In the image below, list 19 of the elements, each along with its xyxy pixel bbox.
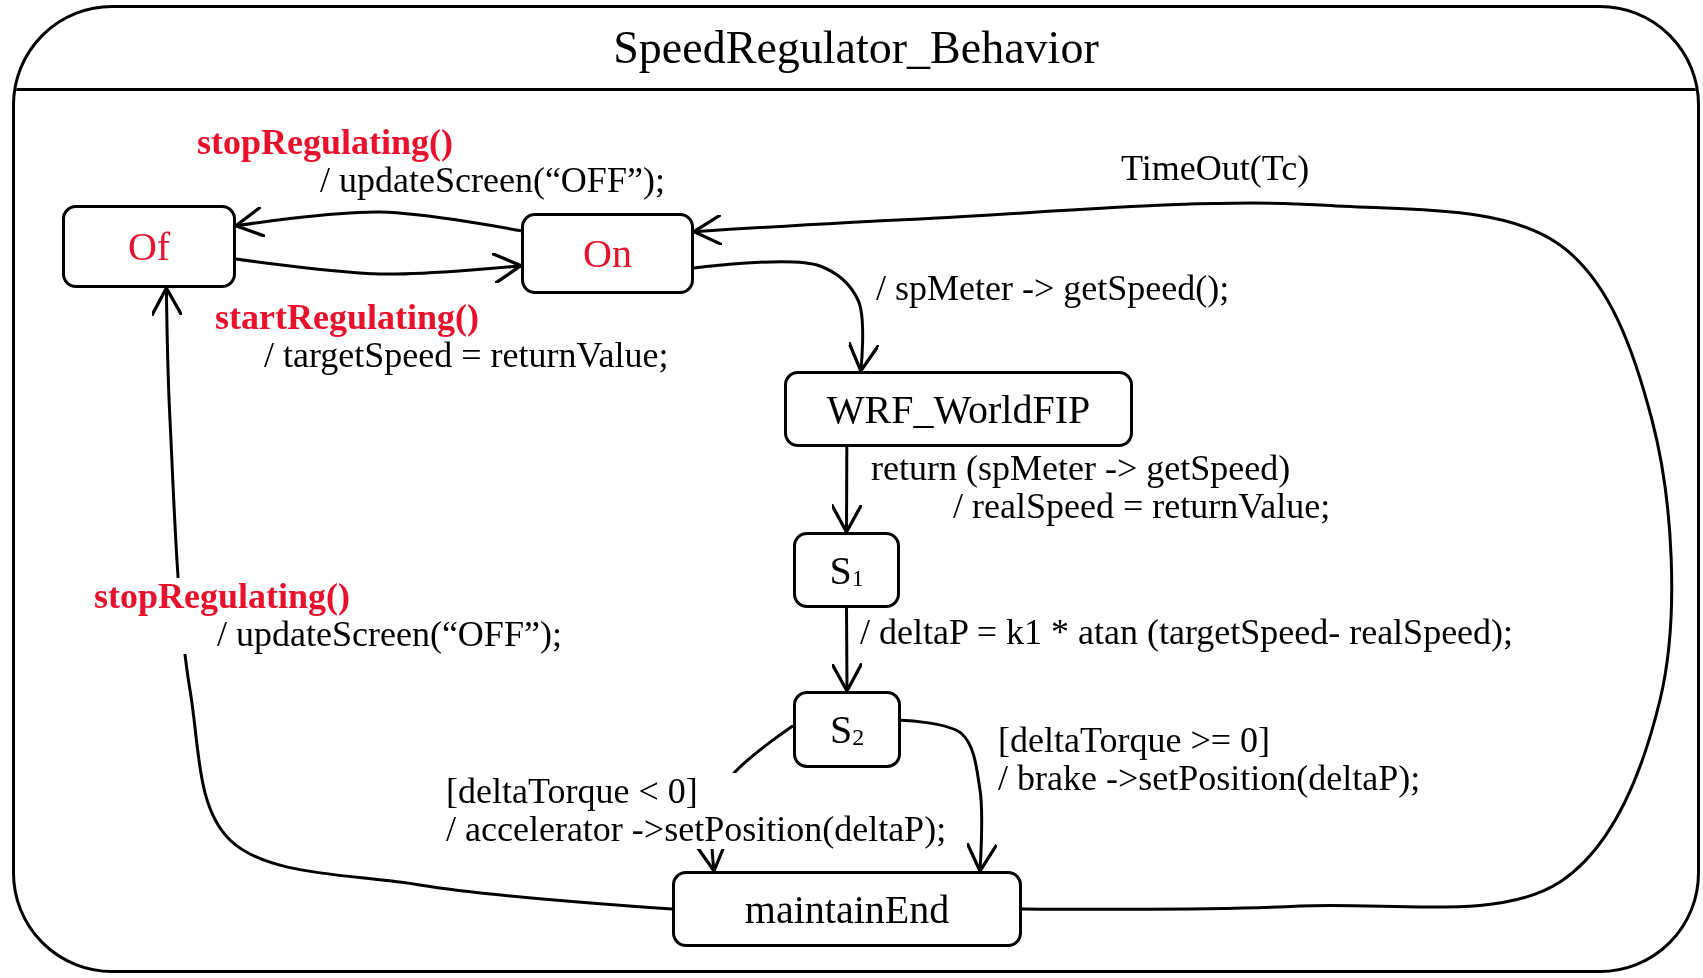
transition-arrow [692, 201, 1674, 911]
transition-arrow [234, 205, 522, 239]
transition-arrow [150, 286, 673, 911]
state-box [793, 532, 900, 608]
state-name: On [583, 230, 632, 277]
state-box [672, 871, 1022, 947]
transition-arrow [830, 608, 864, 693]
state-name: WRF_WorldFIP [826, 385, 1091, 433]
transition-arrow [830, 447, 864, 534]
state-box [793, 691, 901, 768]
state-name: Of [127, 223, 171, 270]
transition-arrow [235, 251, 523, 285]
state-name: maintainEnd [744, 885, 950, 933]
transition-arrow [693, 260, 881, 373]
state-name-heading: SpeedRegulator_Behavior [15, 8, 1697, 91]
transition-arrow [900, 718, 999, 873]
state-box [62, 205, 236, 288]
state-box [784, 371, 1133, 447]
state-box [521, 213, 694, 294]
